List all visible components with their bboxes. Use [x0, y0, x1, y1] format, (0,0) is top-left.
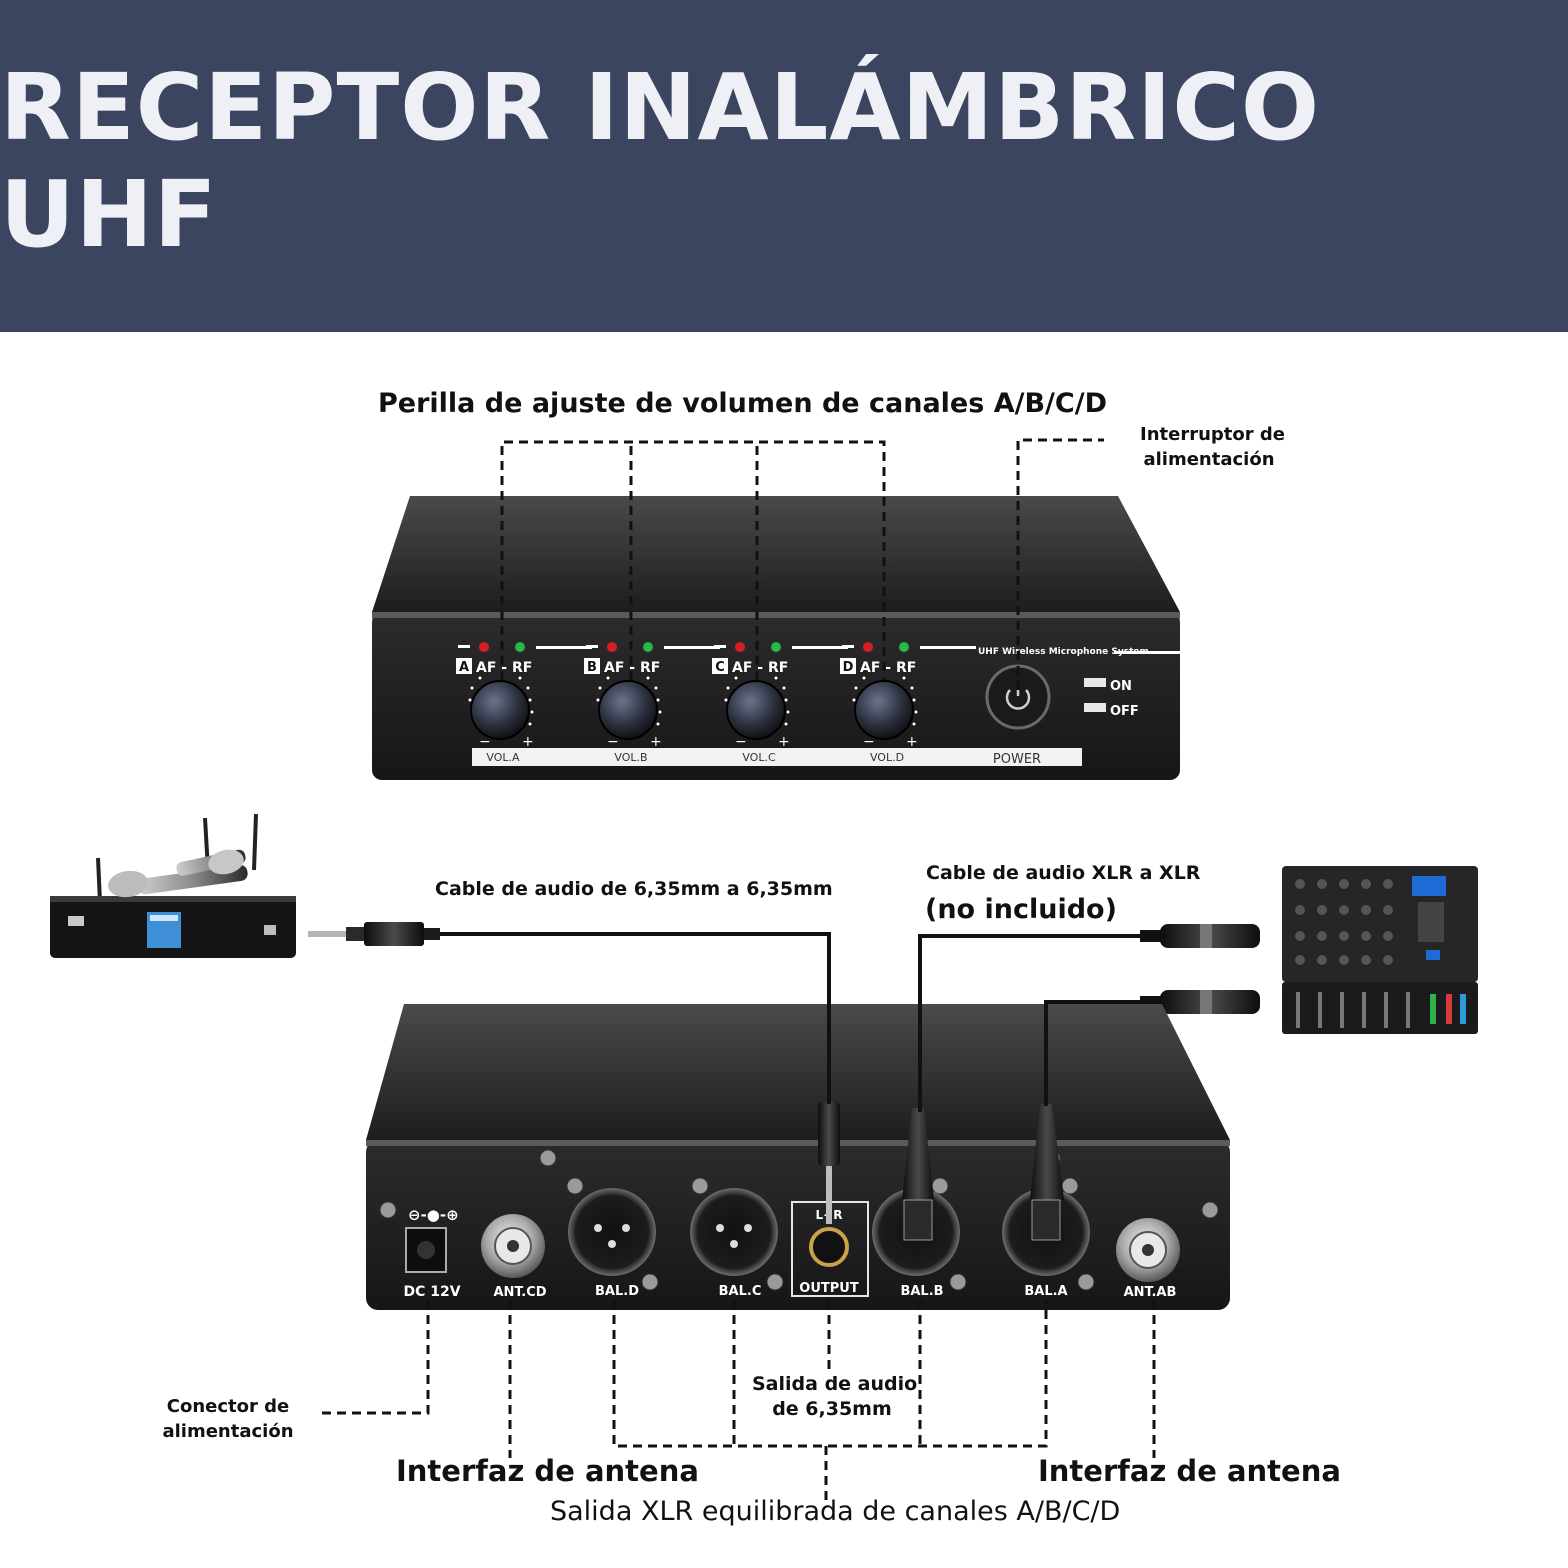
volume-knob-a[interactable]: [470, 680, 530, 740]
plus-label-d: +: [906, 734, 918, 750]
channel-strip-c: C AF - RF − +: [712, 642, 848, 750]
rf-led-d: [899, 642, 909, 652]
xlr-bal-c: BAL.C: [690, 1188, 778, 1299]
page-title: RECEPTOR INALÁMBRICO UHF: [0, 54, 1321, 268]
power-connector-callout: Conector de alimentación: [160, 1394, 296, 1444]
polarity-symbol: ⊖-●-⊕: [408, 1206, 459, 1224]
xlr-bal-d: BAL.D: [568, 1188, 656, 1299]
antenna-cd-connector: ANT.CD: [481, 1214, 547, 1300]
power-label: POWER: [993, 752, 1041, 767]
power-switch-callout-line2: alimentación: [1143, 449, 1275, 470]
plus-label-b: +: [650, 734, 662, 750]
bal-d-label: BAL.D: [595, 1284, 639, 1299]
rf-led-c: [771, 642, 781, 652]
bal-b-label: BAL.B: [900, 1284, 943, 1299]
rear-callout-lines: [316, 1300, 1156, 1500]
power-connector-callout-line2: alimentación: [162, 1421, 294, 1442]
minus-label-b: −: [607, 734, 619, 750]
brand-text: UHF Wireless Microphone System: [978, 647, 1149, 657]
ant-cd-label: ANT.CD: [493, 1285, 546, 1300]
off-label: OFF: [1110, 704, 1139, 719]
bal-c-label: BAL.C: [719, 1284, 762, 1299]
plug-into-output: [818, 1102, 840, 1224]
channel-letter-c: C: [715, 660, 725, 675]
channel-strip-a: A AF - RF − +: [456, 642, 592, 750]
front-receiver: A AF - RF − + B AF - RF − + C AF - RF: [372, 496, 1180, 780]
on-label: ON: [1110, 679, 1132, 694]
volume-knob-d[interactable]: [854, 680, 914, 740]
power-switch-callout-line1: Interruptor de: [1140, 424, 1285, 445]
channel-letter-a: A: [459, 660, 469, 675]
plus-label-c: +: [778, 734, 790, 750]
volume-knob-callout: Perilla de ajuste de volumen de canales …: [378, 388, 1107, 419]
vol-b-label: VOL.B: [614, 751, 647, 764]
dc-label: DC 12V: [403, 1284, 460, 1300]
not-included-callout: (no incluido): [925, 894, 1117, 925]
xlr-plug-into-bal-a: [1030, 1104, 1064, 1241]
af-rf-label-c: AF - RF: [732, 660, 788, 676]
output-label: OUTPUT: [799, 1281, 859, 1296]
cables: [440, 932, 1140, 1112]
cable-xlr-callout: Cable de audio XLR a XLR: [926, 862, 1201, 884]
cable-635-callout: Cable de audio de 6,35mm a 6,35mm: [435, 878, 833, 900]
power-connector-callout-line1: Conector de: [166, 1396, 290, 1417]
af-rf-label-d: AF - RF: [860, 660, 916, 676]
rf-led-b: [643, 642, 653, 652]
xlr-plug-into-bal-b: [902, 1108, 934, 1241]
af-rf-label-a: AF - RF: [476, 660, 532, 676]
audio-out-callout: Salida de audio de 6,35mm: [752, 1372, 918, 1422]
label-bar: [472, 748, 1082, 766]
header-banner: [0, 0, 1568, 332]
af-led-d: [863, 642, 873, 652]
ant-ab-label: ANT.AB: [1124, 1285, 1177, 1300]
volume-knob-b[interactable]: [598, 680, 658, 740]
power-button[interactable]: [985, 664, 1051, 730]
audio-mixer: [1282, 866, 1478, 1034]
front-callout-lines: [500, 438, 1104, 690]
antenna-left-callout: Interfaz de antena: [396, 1454, 699, 1488]
af-led-b: [607, 642, 617, 652]
af-rf-label-b: AF - RF: [604, 660, 660, 676]
knob-dial-dots: [468, 676, 918, 726]
xlr-output-callout: Salida XLR equilibrada de canales A/B/C/…: [550, 1496, 1121, 1527]
audio-out-callout-line1: Salida de audio: [752, 1373, 918, 1395]
dc-power-jack: ⊖-●-⊕ DC 12V: [403, 1206, 460, 1300]
jack-plug-left: [308, 922, 440, 946]
antenna-right-callout: Interfaz de antena: [1038, 1454, 1341, 1488]
volume-knob-c[interactable]: [726, 680, 786, 740]
vol-a-label: VOL.A: [486, 751, 520, 764]
bal-a-label: BAL.A: [1024, 1284, 1067, 1299]
vol-d-label: VOL.D: [870, 751, 904, 764]
audio-out-callout-line2: de 6,35mm: [772, 1398, 892, 1420]
minus-label-c: −: [735, 734, 747, 750]
rear-receiver: ⊖-●-⊕ DC 12V ANT.CD BAL.D BAL.C L+R: [366, 1004, 1230, 1310]
channel-letter-b: B: [587, 660, 597, 675]
af-led-c: [735, 642, 745, 652]
channel-strip-d: D AF - RF − +: [840, 642, 976, 750]
rf-led-a: [515, 642, 525, 652]
channel-letter-d: D: [843, 660, 854, 675]
handheld-mic-2: [176, 849, 246, 876]
xlr-plug-upper: [1140, 924, 1260, 948]
wireless-mic-receiver: [50, 813, 296, 958]
minus-label-a: −: [479, 734, 491, 750]
af-led-a: [479, 642, 489, 652]
minus-label-d: −: [863, 734, 875, 750]
vol-c-label: VOL.C: [742, 751, 776, 764]
channel-strip-b: B AF - RF − +: [584, 642, 720, 750]
plus-label-a: +: [522, 734, 534, 750]
antenna-ab-connector: ANT.AB: [1116, 1218, 1180, 1300]
power-switch-callout: Interruptor de alimentación: [1140, 422, 1285, 472]
